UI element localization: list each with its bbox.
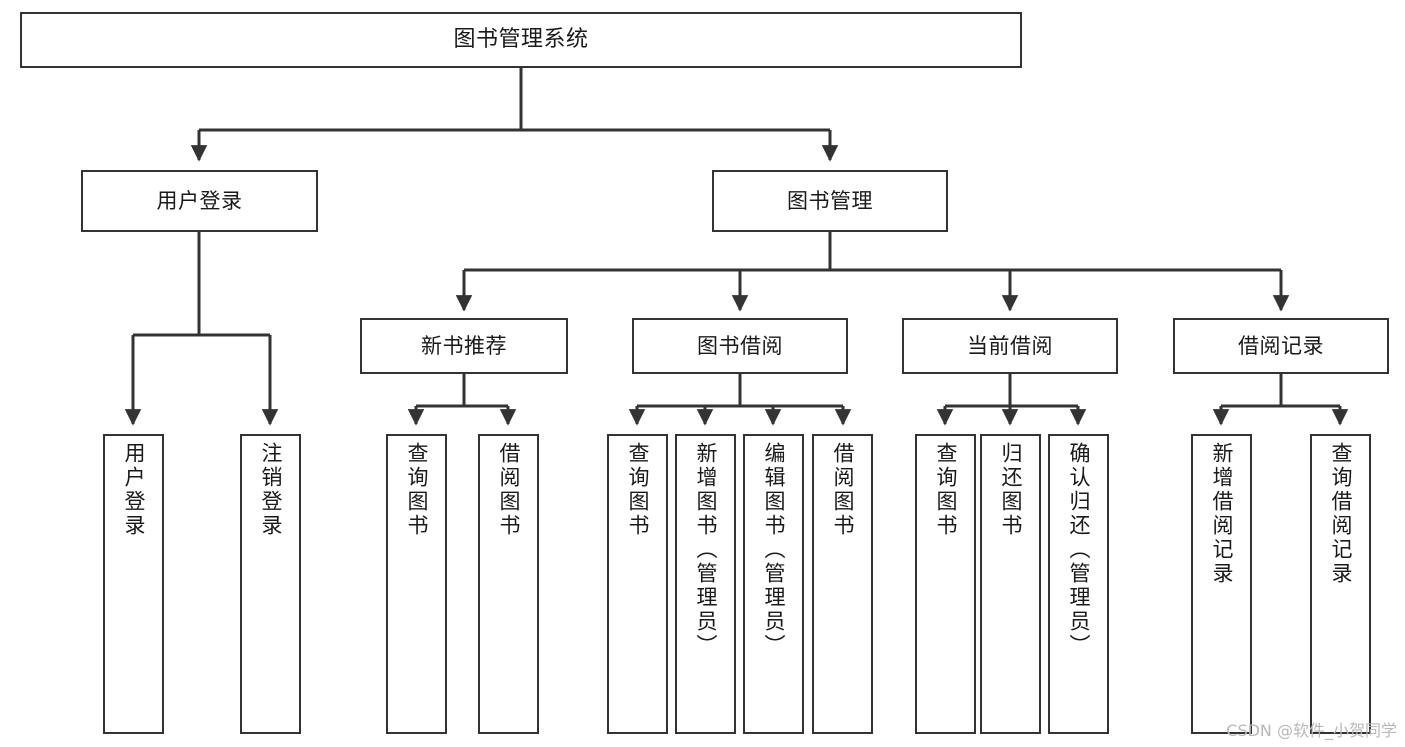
leaf-borrow-add-book-admin[interactable]: 新增图书（管理员） (675, 434, 736, 734)
leaf-current-return-book[interactable]: 归还图书 (980, 434, 1041, 734)
leaf-user-login-label: 用户登录 (122, 442, 146, 538)
leaf-logout[interactable]: 注销登录 (240, 434, 301, 734)
node-root[interactable]: 图书管理系统 (20, 12, 1022, 68)
node-book-borrow-label: 图书借阅 (697, 333, 783, 358)
leaf-record-add-record-label: 新增借阅记录 (1210, 442, 1234, 586)
leaf-current-query-book[interactable]: 查询图书 (915, 434, 976, 734)
csdn-watermark: CSDN @软件_小贺同学 (1226, 721, 1397, 740)
leaf-logout-label: 注销登录 (259, 442, 283, 538)
leaf-current-return-book-label: 归还图书 (999, 442, 1023, 538)
leaf-newbook-borrow-book-label: 借阅图书 (497, 442, 521, 538)
leaf-record-add-record[interactable]: 新增借阅记录 (1191, 434, 1252, 734)
leaf-record-query-record-label: 查询借阅记录 (1329, 442, 1353, 586)
leaf-borrow-borrow-book[interactable]: 借阅图书 (812, 434, 873, 734)
node-book-borrow[interactable]: 图书借阅 (632, 318, 848, 374)
node-current-borrow[interactable]: 当前借阅 (902, 318, 1118, 374)
node-user-login[interactable]: 用户登录 (81, 170, 318, 232)
node-root-label: 图书管理系统 (453, 27, 589, 53)
leaf-newbook-query-book-label: 查询图书 (405, 442, 429, 538)
leaf-current-confirm-return-admin[interactable]: 确认归还（管理员） (1048, 434, 1109, 734)
leaf-newbook-query-book[interactable]: 查询图书 (386, 434, 447, 734)
node-current-borrow-label: 当前借阅 (967, 333, 1053, 358)
node-new-book-recommend-label: 新书推荐 (421, 333, 507, 358)
leaf-record-query-record[interactable]: 查询借阅记录 (1310, 434, 1371, 734)
node-user-login-label: 用户登录 (156, 188, 243, 213)
leaf-current-query-book-label: 查询图书 (934, 442, 958, 538)
leaf-borrow-query-book-label: 查询图书 (626, 442, 650, 538)
leaf-borrow-borrow-book-label: 借阅图书 (831, 442, 855, 538)
node-book-management[interactable]: 图书管理 (712, 170, 948, 232)
leaf-current-confirm-return-admin-label: 确认归还（管理员） (1067, 442, 1091, 658)
leaf-user-login[interactable]: 用户登录 (103, 434, 164, 734)
leaf-borrow-add-book-admin-label: 新增图书（管理员） (694, 442, 718, 658)
node-new-book-recommend[interactable]: 新书推荐 (360, 318, 568, 374)
node-book-management-label: 图书管理 (787, 188, 873, 213)
leaf-borrow-query-book[interactable]: 查询图书 (607, 434, 668, 734)
node-borrow-record-label: 借阅记录 (1238, 333, 1324, 358)
node-borrow-record[interactable]: 借阅记录 (1173, 318, 1389, 374)
leaf-borrow-edit-book-admin[interactable]: 编辑图书（管理员） (743, 434, 804, 734)
leaf-newbook-borrow-book[interactable]: 借阅图书 (478, 434, 539, 734)
leaf-borrow-edit-book-admin-label: 编辑图书（管理员） (762, 442, 786, 658)
